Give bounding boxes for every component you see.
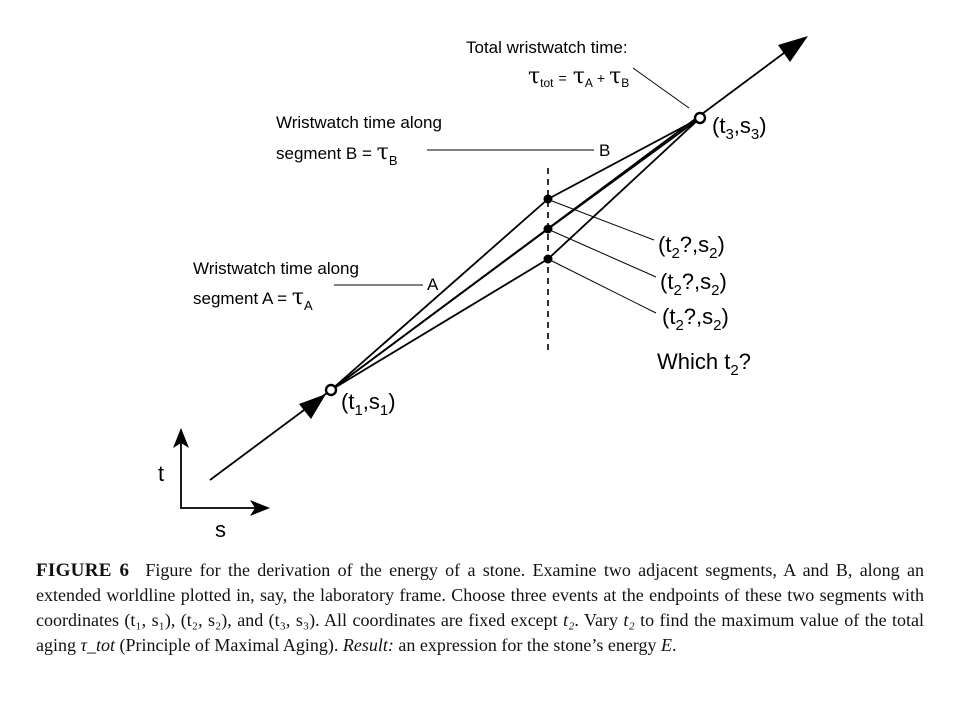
caption-text-4: to find the maximum value of the total a… <box>36 610 925 655</box>
label-t2-upper: (t2?,s2) <box>658 232 725 262</box>
event-point-middle <box>543 224 553 234</box>
segment-a-line1: Wristwatch time along <box>193 259 359 278</box>
worldline-arrowhead-top <box>778 36 808 62</box>
event-point-upper <box>543 194 553 204</box>
label-t1-s1: (t1,s1) <box>341 389 396 419</box>
caption-end: . <box>672 635 677 655</box>
tau-tot-formula: τtot=τA+τB <box>528 64 629 90</box>
caption-text-1: Figure for the derivation of the energy … <box>36 560 924 630</box>
event-point-3 <box>693 111 707 125</box>
caption-coords-3: (t₃, s₃) <box>268 610 316 630</box>
which-t2-question: Which t2? <box>657 349 751 379</box>
figure-number: FIGURE 6 <box>36 560 130 581</box>
total-time-title: Total wristwatch time: <box>466 38 628 57</box>
caption-text-3: . Vary <box>574 610 624 630</box>
s-axis-label: s <box>215 517 226 540</box>
worldline-figure: Total wristwatch time: τtot=τA+τB Wristw… <box>158 36 808 540</box>
total-time-leader <box>632 67 690 109</box>
caption-coords-12: (t₁, s₁), (t₂, s₂), <box>124 610 232 630</box>
caption-t2-b: t₂ <box>623 610 635 630</box>
caption-tau-tot: τ_tot <box>80 635 115 655</box>
t2-leader-lines <box>551 200 657 314</box>
label-t2-middle: (t2?,s2) <box>660 269 727 299</box>
segment-a-marker: A <box>427 275 439 294</box>
caption-and: and <box>231 610 269 630</box>
event-point-lower <box>543 254 553 264</box>
event-point-1 <box>324 383 338 397</box>
candidate-paths <box>330 117 701 391</box>
caption-text-2: . All coordinates are fixed except <box>315 610 564 630</box>
segment-b-line2: segment B = τB <box>276 140 397 168</box>
t-axis-label: t <box>158 461 164 486</box>
caption-result-label: Result: <box>342 635 394 655</box>
s-axis-arrowhead <box>250 500 270 516</box>
worldline-arrowhead-mid <box>299 394 326 419</box>
segment-a-line2: segment A = τA <box>193 285 313 313</box>
segment-b-line1: Wristwatch time along <box>276 113 442 132</box>
caption-text-6: an expression for the stone’s energy <box>393 635 662 655</box>
segment-b-marker: B <box>599 141 610 160</box>
t-axis-arrowhead <box>173 428 189 448</box>
caption-t2-a: t₂ <box>563 610 575 630</box>
label-t2-lower: (t2?,s2) <box>662 304 729 334</box>
caption-energy-symbol: E <box>661 635 673 655</box>
label-t3-s3: (t3,s3) <box>712 113 767 143</box>
caption-text-5: (Principle of Maximal Aging). <box>114 635 343 655</box>
